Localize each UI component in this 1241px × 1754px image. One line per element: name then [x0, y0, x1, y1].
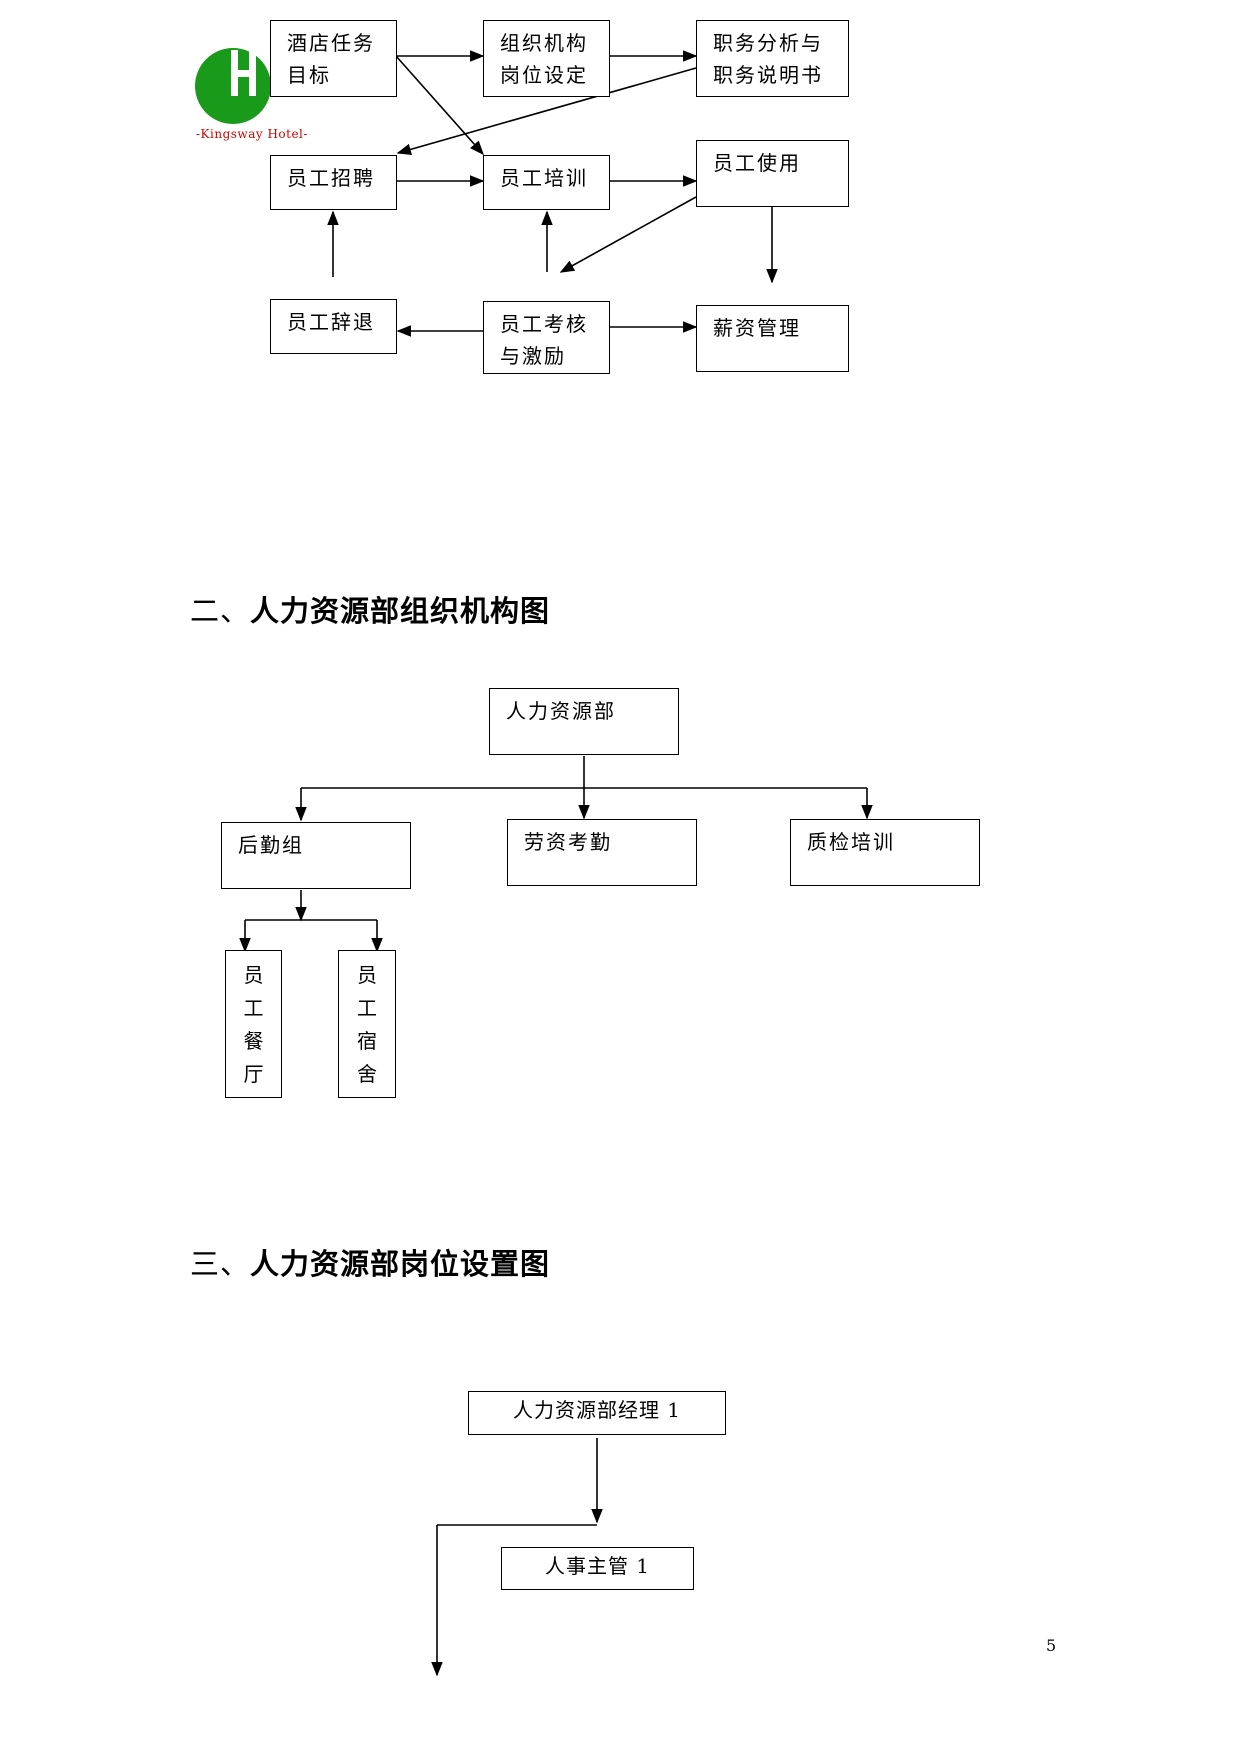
hr-supervisor-box: 人事主管 1: [501, 1547, 694, 1590]
assess-line2: 与激励: [500, 344, 566, 368]
hotel-logo-icon: [195, 48, 271, 124]
org-setup-line1: 组织机构: [500, 31, 588, 55]
dorm-char-2: 工: [357, 996, 377, 1020]
hr-manager-label: 人力资源部经理 1: [512, 1398, 682, 1422]
org-setup-line2: 岗位设定: [500, 63, 588, 87]
training-label: 员工培训: [500, 166, 588, 190]
usage-box: 员工使用: [696, 140, 849, 207]
dorm-char-3: 宿: [357, 1029, 377, 1053]
salary-box: 薪资管理: [696, 305, 849, 372]
recruit-box: 员工招聘: [270, 155, 397, 210]
quality-training-box: 质检培训: [790, 819, 980, 886]
hotel-goal-line2: 目标: [287, 63, 331, 87]
hotel-goal-box: 酒店任务 目标: [270, 20, 397, 97]
dorm-char-4: 舍: [357, 1062, 377, 1086]
section3-heading-text: 人力资源部岗位设置图: [250, 1247, 551, 1281]
canteen-char-4: 厅: [243, 1062, 264, 1086]
resign-box: 员工辞退: [270, 299, 397, 354]
staff-canteen-box: 员 工 餐 厅: [225, 950, 282, 1098]
labor-attendance-box: 劳资考勤: [507, 819, 697, 886]
usage-label: 员工使用: [713, 151, 801, 175]
hr-supervisor-label: 人事主管 1: [544, 1554, 651, 1578]
logistics-label: 后勤组: [238, 833, 304, 857]
recruit-label: 员工招聘: [287, 166, 375, 190]
section2-heading-text: 人力资源部组织机构图: [250, 594, 551, 628]
job-analysis-line1: 职务分析与: [713, 31, 823, 55]
labor-attendance-label: 劳资考勤: [524, 830, 612, 854]
hr-department-label: 人力资源部: [506, 699, 616, 723]
dorm-char-1: 员: [357, 963, 377, 987]
section2-heading-num: 二、: [190, 594, 251, 628]
logo-text: -Kingsway Hotel-: [196, 127, 308, 141]
hotel-goal-line1: 酒店任务: [287, 31, 375, 55]
resign-label: 员工辞退: [287, 310, 375, 334]
hr-department-box: 人力资源部: [489, 688, 679, 755]
training-box: 员工培训: [483, 155, 610, 210]
canteen-char-2: 工: [243, 996, 264, 1020]
job-analysis-box: 职务分析与 职务说明书: [696, 20, 849, 97]
section2-heading: 二、人力资源部组织机构图: [190, 588, 550, 630]
quality-training-label: 质检培训: [807, 830, 895, 854]
canteen-char-1: 员: [243, 963, 264, 987]
section3-heading-num: 三、: [190, 1247, 251, 1281]
canteen-char-3: 餐: [243, 1029, 264, 1053]
salary-label: 薪资管理: [713, 316, 801, 340]
job-analysis-line2: 职务说明书: [713, 63, 823, 87]
page-number: 5: [1046, 1636, 1057, 1655]
hr-manager-box: 人力资源部经理 1: [468, 1391, 726, 1435]
section3-heading: 三、人力资源部岗位设置图: [190, 1241, 550, 1283]
staff-dorm-box: 员 工 宿 舍: [338, 950, 396, 1098]
assess-line1: 员工考核: [500, 312, 588, 336]
org-setup-box: 组织机构 岗位设定: [483, 20, 610, 97]
assess-box: 员工考核 与激励: [483, 301, 610, 374]
logistics-box: 后勤组: [221, 822, 411, 889]
